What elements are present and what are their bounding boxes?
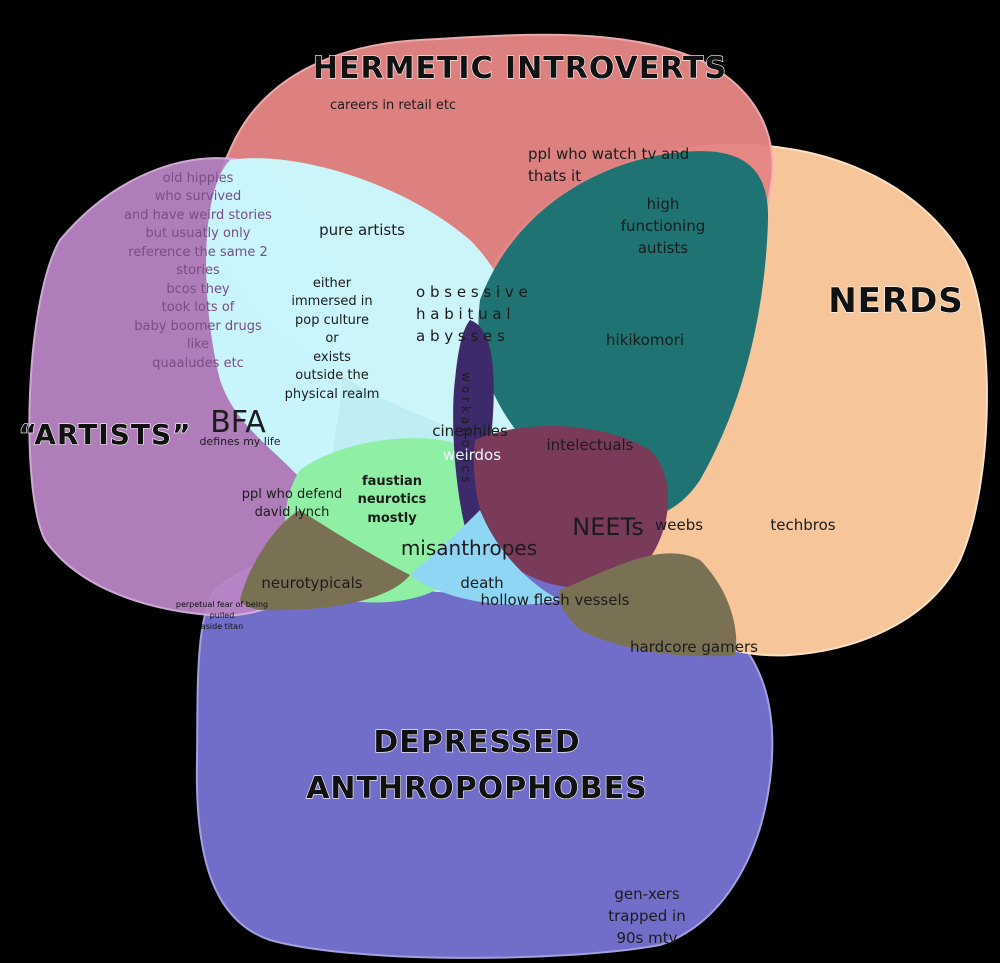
label-tv-line1: ppl who watch tv and (528, 145, 689, 163)
label-hardcore-gamers: hardcore gamers (630, 638, 758, 656)
svg-text:90s mtv: 90s mtv (616, 929, 677, 947)
svg-text:reference the same 2: reference the same 2 (128, 245, 267, 260)
label-high-functioning-3: autists (638, 239, 688, 257)
title-artists: “ARTISTS” (18, 418, 191, 451)
svg-text:took lots of: took lots of (162, 300, 235, 315)
label-workaholics: workaholics (459, 372, 473, 487)
overlap-olive-right (558, 553, 737, 657)
svg-text:mostly: mostly (367, 511, 417, 526)
svg-text:or: or (325, 331, 339, 346)
svg-text:outside the: outside the (295, 368, 368, 383)
label-weebs: weebs (655, 516, 703, 534)
svg-text:gen-xers: gen-xers (614, 885, 679, 903)
label-intelectuals: intelectuals (547, 436, 634, 454)
svg-text:like: like (187, 337, 209, 352)
label-gen-xers: gen-xers trapped in 90s mtv (608, 885, 685, 947)
label-tv-line2: thats it (528, 167, 581, 185)
svg-text:physical realm: physical realm (285, 387, 380, 402)
label-misanthropes: misanthropes (401, 536, 537, 560)
svg-text:but usuatly only: but usuatly only (146, 226, 251, 241)
label-hollow-flesh-vessels: hollow flesh vessels (481, 591, 630, 609)
svg-text:perpetual fear of being: perpetual fear of being (176, 600, 268, 609)
label-perpetual-fear: perpetual fear of being pulled aside tit… (176, 600, 268, 631)
svg-text:and have weird stories: and have weird stories (124, 208, 272, 223)
label-weirdos: weirdos (443, 446, 501, 464)
svg-text:old hippies: old hippies (163, 171, 234, 186)
label-defend-lynch-1: ppl who defend (242, 487, 343, 502)
title-nerds: NERDS (828, 281, 964, 321)
label-defend-lynch-2: david lynch (255, 505, 330, 520)
svg-text:neurotics: neurotics (358, 492, 427, 507)
svg-text:h a b i t u a l: h a b i t u a l (416, 305, 511, 323)
svg-text:faustian: faustian (362, 474, 422, 489)
svg-text:exists: exists (313, 350, 351, 365)
overlap-maroon (473, 426, 669, 589)
overlap-olive-left (240, 510, 410, 611)
svg-text:pulled: pulled (210, 611, 235, 620)
svg-text:either: either (313, 276, 352, 291)
label-bfa: BFA (210, 405, 266, 440)
svg-text:pop culture: pop culture (295, 313, 369, 328)
svg-text:quaaludes etc: quaaludes etc (152, 356, 244, 371)
svg-text:o b s e s s i v e: o b s e s s i v e (416, 283, 528, 301)
svg-text:trapped in: trapped in (608, 907, 685, 925)
label-pure-artists: pure artists (319, 221, 405, 239)
label-careers-retail: careers in retail etc (330, 98, 456, 113)
label-high-functioning-1: high (647, 195, 680, 213)
svg-text:aside titan: aside titan (201, 622, 243, 631)
label-neurotypicals: neurotypicals (261, 574, 362, 592)
title-hermetic-introverts: HERMETIC INTROVERTS (313, 51, 727, 86)
svg-text:who survived: who survived (155, 189, 242, 204)
label-old-hippies: old hippies who survived and have weird … (124, 171, 272, 371)
label-techbros: techbros (770, 516, 835, 534)
label-cinephiles: cinephiles (432, 422, 508, 440)
overlap-sky (410, 510, 560, 605)
svg-text:immersed in: immersed in (291, 294, 372, 309)
title-depressed-line2: ANTHROPOPHOBES (306, 771, 648, 806)
svg-text:stories: stories (176, 263, 220, 278)
label-defines-my-life: defines my life (199, 435, 280, 448)
label-death: death (460, 574, 503, 592)
label-faustian-neurotics: faustian neurotics mostly (358, 474, 427, 526)
label-neets: NEETs (572, 513, 643, 541)
label-high-functioning-2: functioning (621, 217, 705, 235)
label-obsessive-habitual-abysses: o b s e s s i v e h a b i t u a l a b y … (416, 283, 528, 345)
svg-text:baby boomer drugs: baby boomer drugs (134, 319, 262, 334)
label-either-immersed: either immersed in pop culture or exists… (285, 276, 380, 402)
title-depressed-line1: DEPRESSED (373, 725, 580, 760)
svg-text:a b y s s e s: a b y s s e s (416, 327, 505, 345)
svg-text:bcos they: bcos they (166, 282, 230, 297)
label-hikikomori: hikikomori (606, 331, 684, 349)
